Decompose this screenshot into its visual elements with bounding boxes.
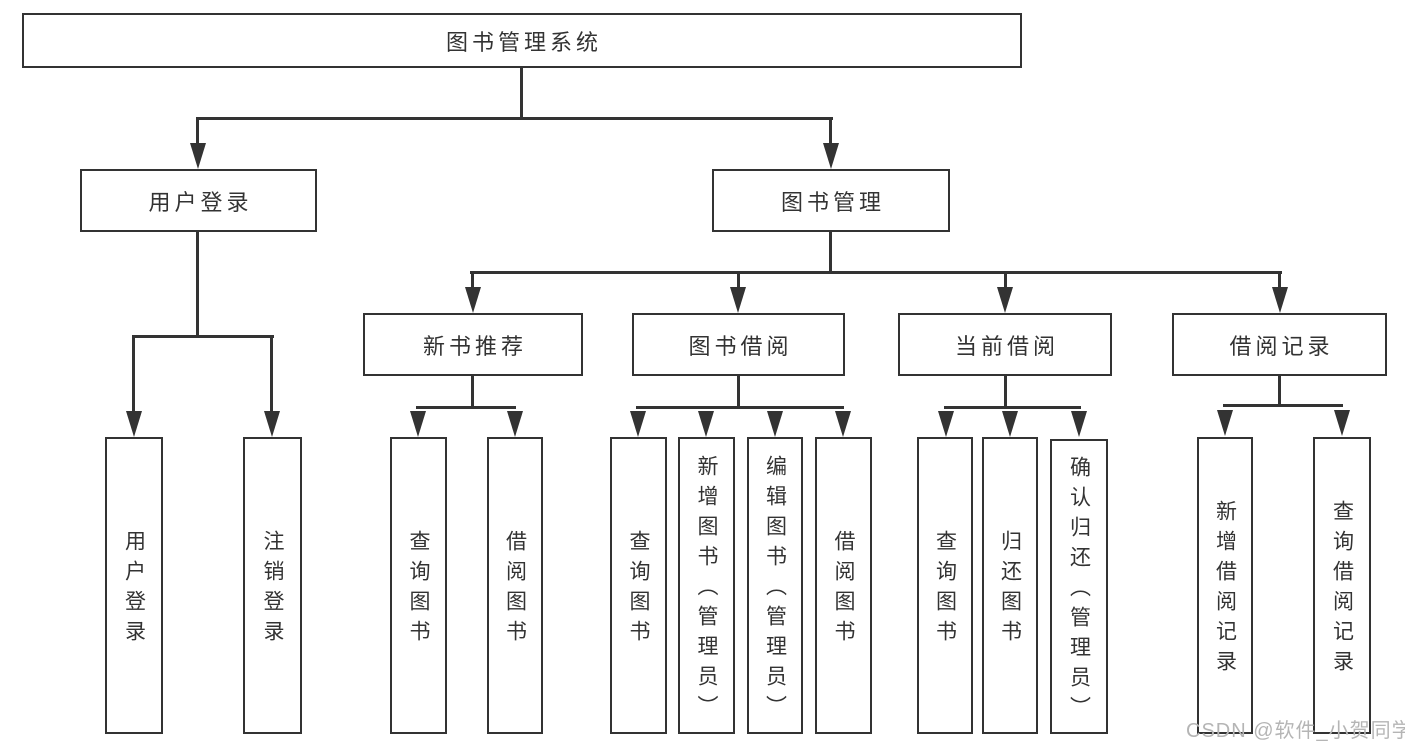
leaf-query-borrow-record: 查询借阅记录 bbox=[1313, 437, 1371, 734]
connector-root-stem bbox=[520, 68, 523, 120]
leaf-label: 归还图书 bbox=[998, 530, 1022, 650]
leaf-label: 借阅图书 bbox=[503, 530, 527, 650]
arrowhead-down-icon bbox=[507, 411, 523, 437]
leaf-query-book-2: 查询图书 bbox=[610, 437, 667, 734]
connector-bookmgmt-stem bbox=[829, 232, 832, 274]
arrowhead-down-icon bbox=[767, 411, 783, 437]
leaf-borrow-book-1: 借阅图书 bbox=[487, 437, 543, 734]
arrowhead-down-icon bbox=[465, 287, 481, 313]
connector-stem-l3 bbox=[471, 271, 474, 290]
leaf-add-book-admin: 新增图书（管理员） bbox=[678, 437, 735, 734]
arrowhead-down-icon bbox=[835, 411, 851, 437]
leaf-edit-book-admin: 编辑图书（管理员） bbox=[747, 437, 803, 734]
arrowhead-down-icon bbox=[630, 411, 646, 437]
connector-stem-user-login bbox=[196, 117, 199, 146]
connector-newbook-stem bbox=[471, 376, 474, 408]
leaf-label: 注销登录 bbox=[261, 530, 284, 650]
arrowhead-down-icon bbox=[1272, 287, 1288, 313]
leaf-label: 编辑图书（管理员） bbox=[763, 455, 787, 725]
leaf-label: 查询图书 bbox=[933, 530, 957, 650]
node-user-login-label: 用户登录 bbox=[148, 189, 253, 215]
connector-bookmgmt-hbar bbox=[470, 271, 1282, 274]
leaf-query-book-3: 查询图书 bbox=[917, 437, 973, 734]
leaf-borrow-book-2: 借阅图书 bbox=[815, 437, 872, 734]
arrowhead-down-icon bbox=[410, 411, 426, 437]
arrowhead-down-icon bbox=[698, 411, 714, 437]
leaf-label: 查询图书 bbox=[407, 530, 430, 650]
arrowhead-down-icon bbox=[997, 287, 1013, 313]
node-root-label: 图书管理系统 bbox=[445, 29, 602, 55]
connector-newbook-hbar bbox=[416, 406, 516, 409]
connector-stem-l3 bbox=[737, 271, 740, 290]
arrowhead-down-icon bbox=[1002, 411, 1018, 437]
csdn-watermark: CSDN @软件_小贺同学 bbox=[1186, 720, 1405, 742]
connector-stem-l3 bbox=[1004, 271, 1007, 290]
arrowhead-down-icon bbox=[190, 143, 206, 169]
leaf-user-login: 用户登录 bbox=[105, 437, 163, 734]
connector-stem-l3 bbox=[1278, 271, 1281, 290]
arrowhead-down-icon bbox=[730, 287, 746, 313]
arrowhead-down-icon bbox=[1071, 411, 1087, 437]
arrowhead-down-icon bbox=[938, 411, 954, 437]
arrowhead-down-icon bbox=[264, 411, 280, 437]
node-current-borrow-label: 当前借阅 bbox=[954, 333, 1059, 359]
leaf-label: 借阅图书 bbox=[832, 530, 855, 650]
leaf-return-book: 归还图书 bbox=[982, 437, 1038, 734]
node-user-login: 用户登录 bbox=[80, 169, 317, 232]
connector-stem-leaf bbox=[132, 335, 135, 413]
leaf-label: 新增借阅记录 bbox=[1213, 500, 1237, 680]
node-new-book-recommend: 新书推荐 bbox=[363, 313, 583, 376]
connector-stem-leaf bbox=[270, 335, 273, 413]
leaf-label: 用户登录 bbox=[122, 530, 146, 650]
node-root: 图书管理系统 bbox=[22, 13, 1022, 68]
leaf-logout: 注销登录 bbox=[243, 437, 302, 734]
node-book-management-label: 图书管理 bbox=[780, 189, 885, 215]
connector-userlogin-hbar bbox=[132, 335, 274, 338]
leaf-label: 查询借阅记录 bbox=[1330, 500, 1354, 680]
connector-current-stem bbox=[1004, 376, 1007, 408]
connector-current-hbar bbox=[944, 406, 1081, 409]
leaf-query-book-1: 查询图书 bbox=[390, 437, 447, 734]
connector-borrow-hbar bbox=[636, 406, 844, 409]
leaf-confirm-return-admin: 确认归还（管理员） bbox=[1050, 439, 1108, 734]
connector-records-stem bbox=[1278, 375, 1281, 406]
node-borrow-records: 借阅记录 bbox=[1172, 313, 1387, 376]
arrowhead-down-icon bbox=[126, 411, 142, 437]
connector-root-hbar bbox=[196, 117, 833, 120]
connector-userlogin-stem bbox=[196, 232, 199, 338]
connector-stem-book-mgmt bbox=[829, 117, 832, 146]
connector-borrow-stem bbox=[737, 376, 740, 408]
leaf-label: 新增图书（管理员） bbox=[695, 455, 718, 725]
node-borrow-records-label: 借阅记录 bbox=[1229, 333, 1334, 359]
node-book-borrow-label: 图书借阅 bbox=[688, 333, 793, 359]
arrowhead-down-icon bbox=[1334, 410, 1350, 436]
leaf-label: 查询图书 bbox=[627, 530, 650, 650]
arrowhead-down-icon bbox=[823, 143, 839, 169]
node-book-borrow: 图书借阅 bbox=[632, 313, 845, 376]
node-current-borrow: 当前借阅 bbox=[898, 313, 1112, 376]
leaf-add-borrow-record: 新增借阅记录 bbox=[1197, 437, 1253, 734]
node-new-book-recommend-label: 新书推荐 bbox=[422, 333, 527, 359]
arrowhead-down-icon bbox=[1217, 410, 1233, 436]
leaf-label: 确认归还（管理员） bbox=[1067, 456, 1091, 726]
connector-records-hbar bbox=[1223, 404, 1343, 407]
node-book-management: 图书管理 bbox=[712, 169, 950, 232]
